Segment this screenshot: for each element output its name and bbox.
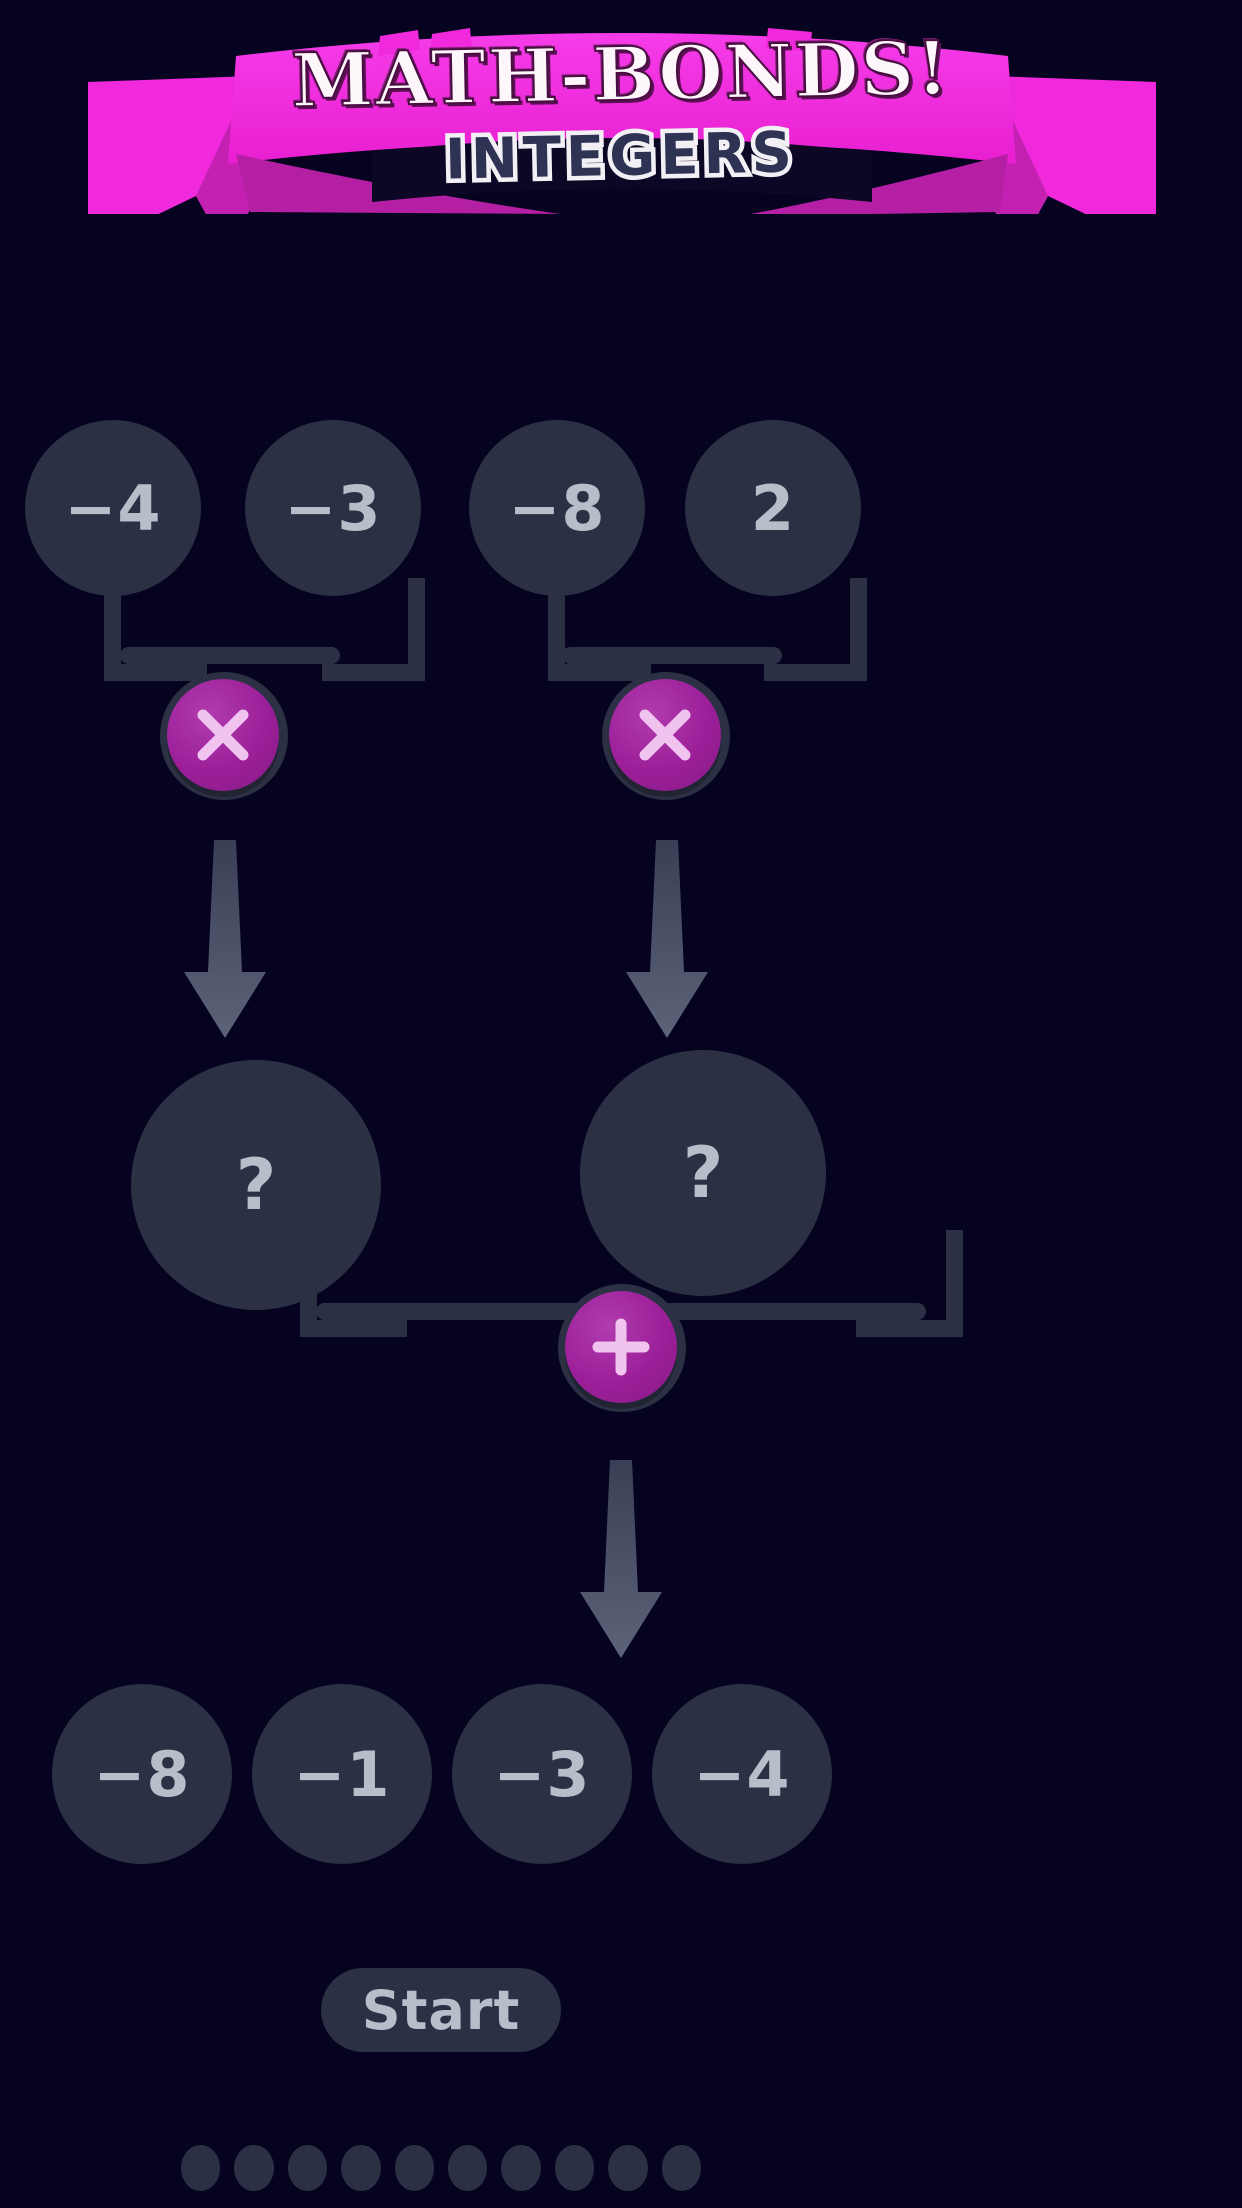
answer-choice-3[interactable]: −3: [452, 1684, 632, 1864]
progress-dot: [287, 2145, 328, 2191]
answer-value: −3: [493, 1737, 591, 1811]
progress-dot: [661, 2145, 702, 2191]
operand-value: 2: [750, 471, 796, 545]
operator-node-plus-bottom[interactable]: +: [565, 1291, 677, 1403]
operator-node-multiply-left[interactable]: ×: [167, 679, 279, 791]
arrow-down-right: [626, 840, 708, 1038]
arrow-down-left: [184, 840, 266, 1038]
connector-pipe-bottom-b: [620, 1303, 926, 1320]
operand-node-3[interactable]: −8: [469, 420, 645, 596]
title-banner: MATH-BONDS! INTEGERS: [0, 4, 1242, 214]
arrow-down-bottom: [580, 1460, 662, 1658]
connector-elbow-left-a: [104, 578, 207, 681]
unknown-node-2[interactable]: ?: [580, 1050, 826, 1296]
operand-node-4[interactable]: 2: [685, 420, 861, 596]
start-button[interactable]: Start: [321, 1968, 561, 2052]
answer-value: −8: [93, 1737, 191, 1811]
connector-elbow-right-a: [548, 578, 651, 681]
operand-node-1[interactable]: −4: [25, 420, 201, 596]
start-button-label: Start: [361, 1978, 521, 2042]
unknown-value: ?: [235, 1144, 277, 1226]
progress-dot: [180, 2145, 221, 2191]
answer-choice-4[interactable]: −4: [652, 1684, 832, 1864]
connector-elbow-bottom-b: [856, 1230, 963, 1337]
progress-dots: [180, 2140, 702, 2196]
progress-dot: [554, 2145, 595, 2191]
progress-dot: [501, 2145, 541, 2191]
unknown-node-1[interactable]: ?: [131, 1060, 381, 1310]
connector-elbow-left-b: [322, 578, 425, 681]
answer-value: −1: [293, 1737, 391, 1811]
operand-value: −4: [64, 471, 162, 545]
connector-pipe-bottom-a: [316, 1303, 616, 1320]
operand-node-2[interactable]: −3: [245, 420, 421, 596]
operator-node-multiply-right[interactable]: ×: [609, 679, 721, 791]
progress-dot: [448, 2145, 488, 2191]
connector-pipe-right-b: [652, 647, 782, 664]
answer-choice-1[interactable]: −8: [52, 1684, 232, 1864]
multiply-icon: [197, 709, 249, 761]
connector-pipe-left-b: [210, 647, 340, 664]
progress-dot: [341, 2145, 381, 2191]
progress-dot: [394, 2145, 434, 2191]
banner-ribbon-graphic: [88, 28, 1156, 214]
plus-icon: [592, 1318, 650, 1376]
progress-dot: [608, 2145, 648, 2191]
multiply-icon: [639, 709, 691, 761]
operand-value: −3: [284, 471, 382, 545]
connector-elbow-right-b: [764, 578, 867, 681]
operand-value: −8: [508, 471, 606, 545]
answer-value: −4: [693, 1737, 791, 1811]
progress-dot: [234, 2145, 274, 2191]
unknown-value: ?: [682, 1132, 724, 1214]
answer-choice-2[interactable]: −1: [252, 1684, 432, 1864]
